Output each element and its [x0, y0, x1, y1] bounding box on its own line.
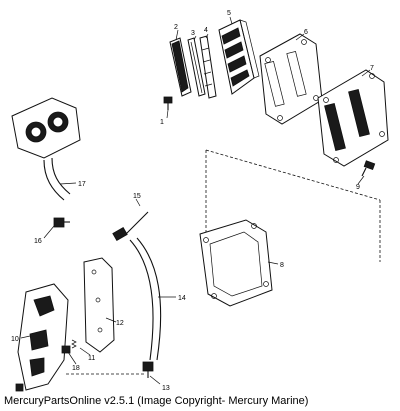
part-3-reed[interactable]	[187, 37, 206, 97]
part-17-hose[interactable]	[43, 157, 71, 201]
part-8-gasket[interactable]	[199, 219, 273, 307]
callout-18: 18	[72, 365, 80, 372]
part-5-reed-block[interactable]	[218, 19, 260, 95]
callout-11: 11	[88, 355, 95, 362]
part-16-fitting[interactable]	[53, 217, 70, 228]
bracket-screw[interactable]	[15, 383, 24, 392]
part-1-screw[interactable]	[163, 96, 173, 110]
part-14-hose[interactable]	[129, 237, 162, 361]
part-10-bracket-plate[interactable]	[17, 283, 69, 391]
leader-lines	[20, 16, 371, 385]
exploded-parts-diagram: 1 2 3 4 5 6 7 8 9 10 11 12 13 14 15 16 1…	[11, 10, 389, 392]
part-13-fitting[interactable]	[142, 361, 154, 378]
part-11-spring[interactable]	[71, 339, 77, 349]
callout-labels: 1 2 3 4 5 6 7 8 9 10 11 12 13 14 15 16 1…	[11, 10, 374, 392]
part-4-reed[interactable]	[199, 35, 217, 99]
callout-5: 5	[227, 10, 231, 17]
callout-7: 7	[370, 65, 374, 72]
callout-16: 16	[34, 238, 42, 245]
callout-17: 17	[78, 181, 86, 188]
callout-15: 15	[133, 193, 141, 200]
callout-10: 10	[11, 336, 19, 343]
callout-13: 13	[162, 385, 170, 392]
callout-3: 3	[191, 30, 195, 37]
part-12-gasket[interactable]	[83, 257, 115, 353]
part-18-plug[interactable]	[61, 345, 71, 354]
image-caption: MercuryPartsOnline v2.5.1 (Image Copyrig…	[4, 395, 309, 407]
callout-1: 1	[160, 119, 164, 126]
part-17-bleed-housing[interactable]	[11, 97, 81, 159]
callout-6: 6	[304, 29, 308, 36]
callout-8: 8	[280, 262, 284, 269]
part-9-screw[interactable]	[361, 160, 376, 177]
part-15-fitting[interactable]	[112, 211, 149, 242]
part-2-reed-stop-plate[interactable]	[169, 37, 192, 97]
callout-14: 14	[178, 295, 186, 302]
callout-4: 4	[204, 27, 208, 34]
part-6-gasket[interactable]	[259, 33, 323, 125]
callout-9: 9	[356, 184, 360, 191]
callout-2: 2	[174, 24, 178, 31]
part-7-reed-plate[interactable]	[317, 69, 389, 167]
callout-12: 12	[116, 320, 124, 327]
